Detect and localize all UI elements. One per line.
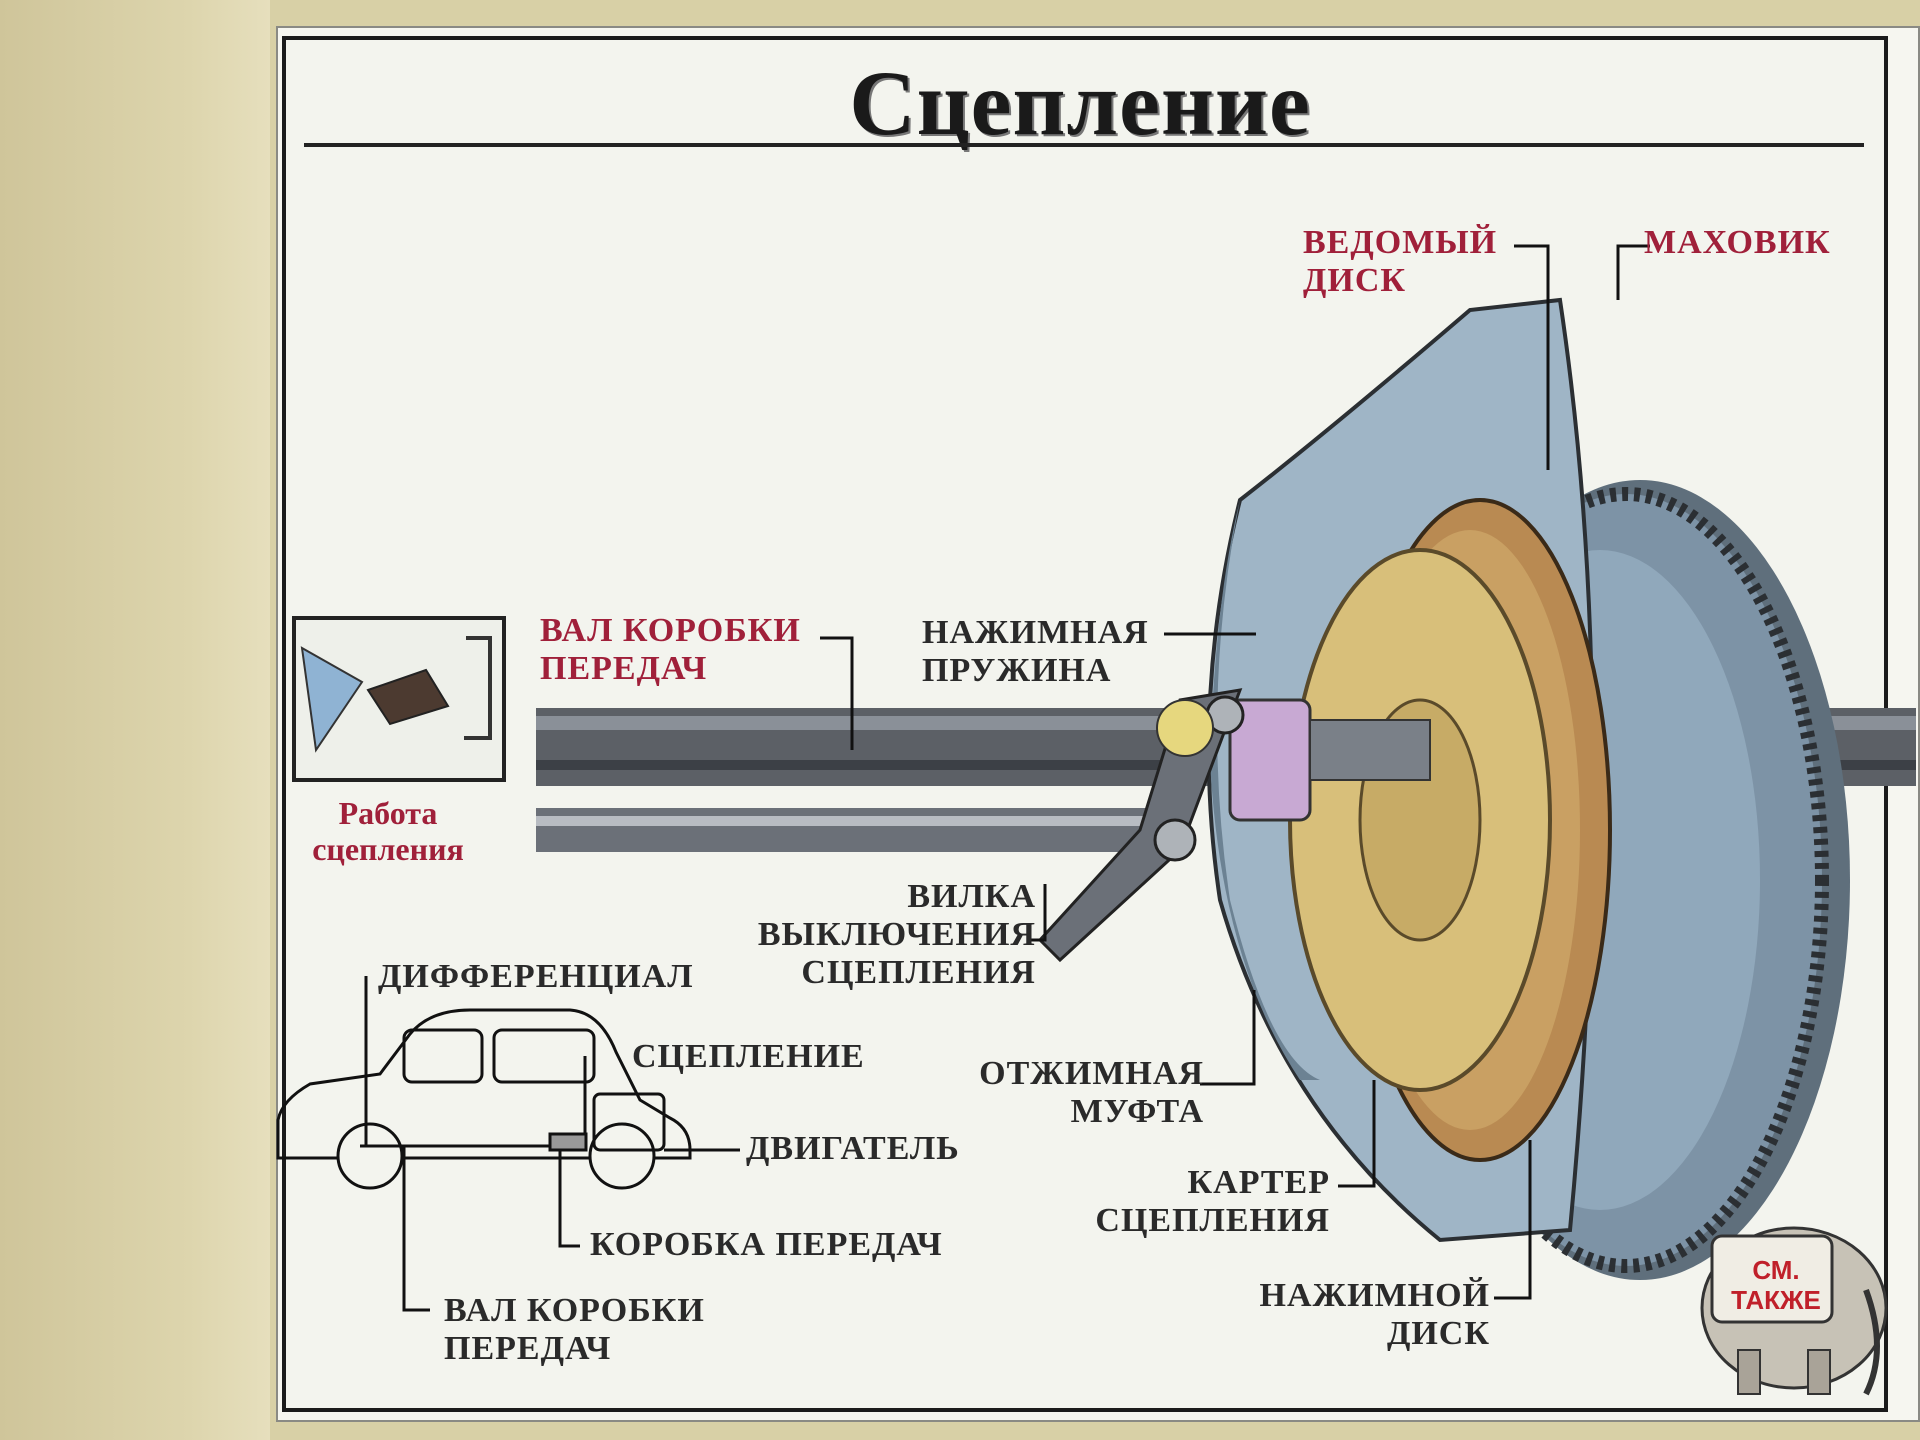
clutch-housing-label: КАРТЕР СЦЕПЛЕНИЯ [1095,1164,1330,1239]
gearbox-label: КОРОБКА ПЕРЕДАЧ [590,1226,943,1263]
driven-disc [1288,548,1552,1092]
car-schematic [276,976,740,1312]
background-left [0,0,270,1440]
driven-disc-label: ВЕДОМЫЙ ДИСК [1303,224,1498,299]
lower-rod [536,808,1176,852]
pressure-plate-label: НАЖИМНОЙ ДИСК [1259,1277,1490,1352]
release-bearing-label: ОТЖИМНАЯ МУФТА [979,1055,1204,1130]
release-fork-label: ВИЛКА ВЫКЛЮЧЕНИЯ СЦЕПЛЕНИЯ [757,878,1036,991]
gearbox-shaft-bottom-label: ВАЛ КОРОБКИ ПЕРЕДАЧ [444,1292,705,1367]
leader-lines [820,244,1650,1300]
pedal-caption: Работа сцепления [312,795,464,867]
gearbox-shaft-top-label: ВАЛ КОРОБКИ ПЕРЕДАЧ [540,612,801,687]
see-also-badge[interactable]: СМ. ТАКЖЕ [1731,1255,1821,1315]
release-fork [1037,688,1245,963]
clutch-label: СЦЕПЛЕНИЕ [632,1038,865,1075]
clutch-pedal-icon [292,616,506,782]
release-bearing [1228,698,1431,822]
differential-label: ДИФФЕРЕНЦИАЛ [378,958,694,995]
flywheel-label: МАХОВИК [1644,224,1831,261]
see-also-elephant-icon [1700,1226,1888,1396]
engine-label: ДВИГАТЕЛЬ [746,1130,960,1167]
pressure-spring-label: НАЖИМНАЯ ПРУЖИНА [922,614,1149,689]
page-title: Сцепление [849,52,1311,154]
title-divider [304,143,1864,147]
